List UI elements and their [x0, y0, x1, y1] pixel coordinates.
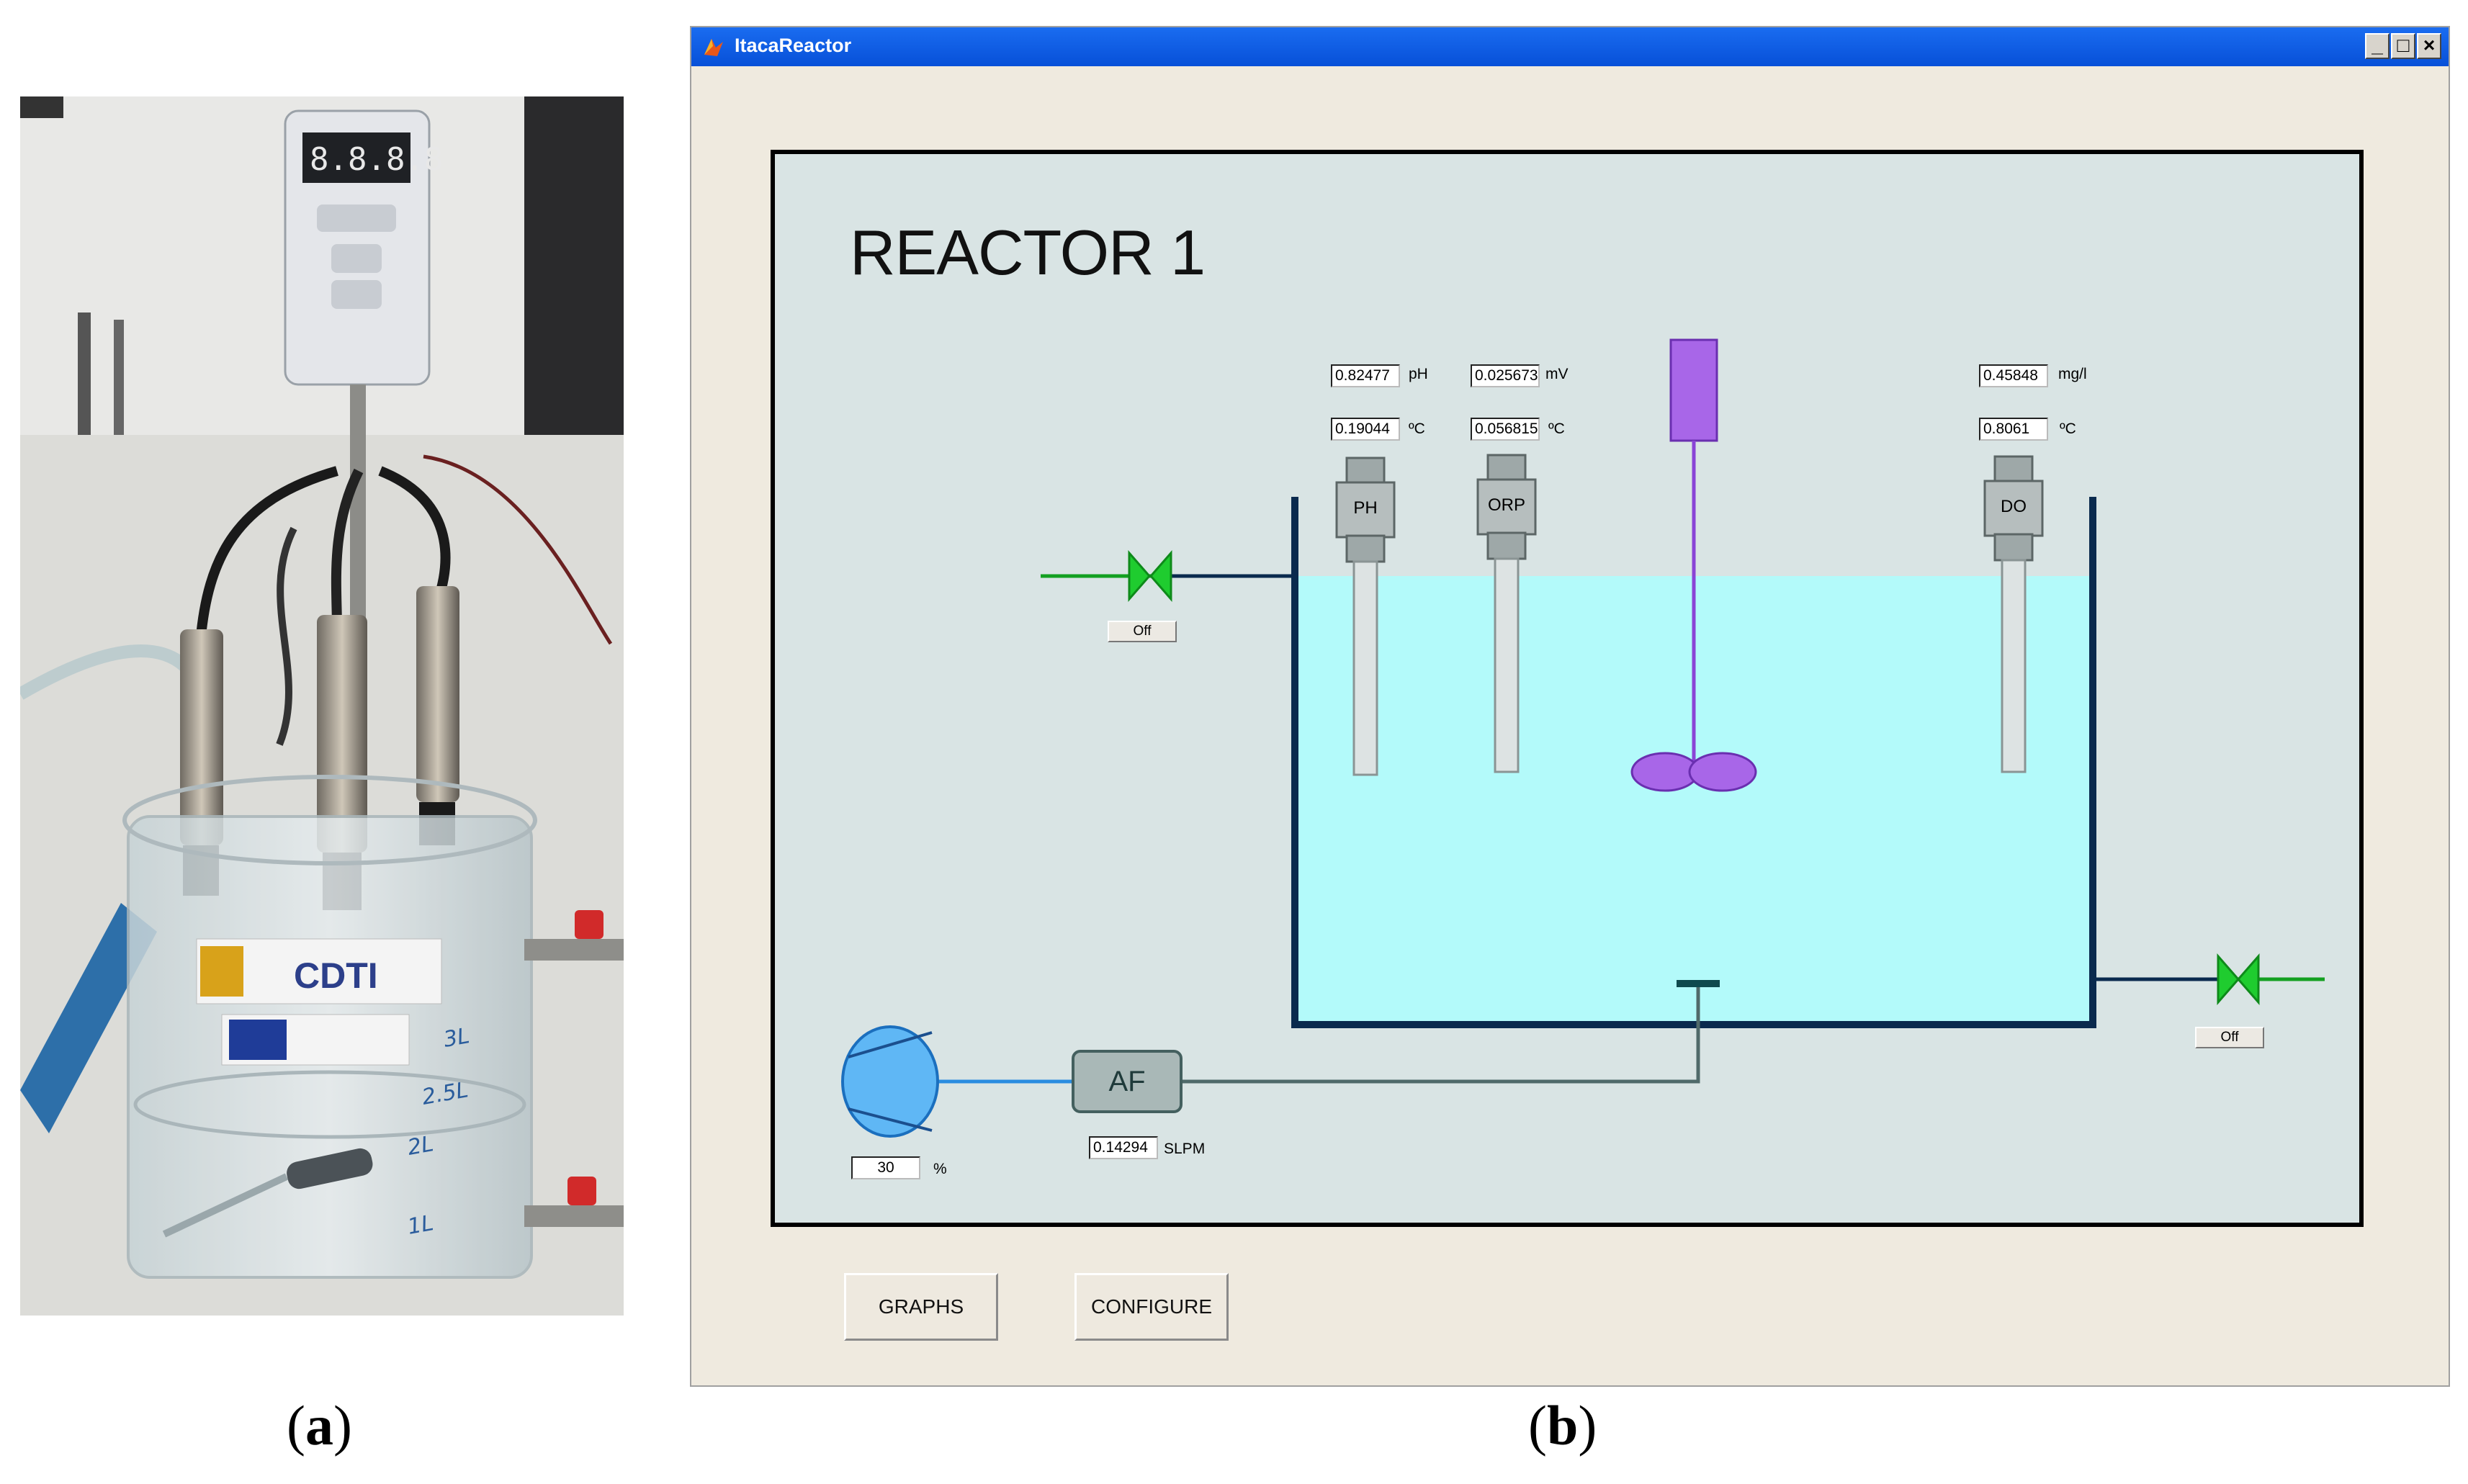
level-mark-2l: 2L: [405, 1131, 435, 1161]
probe-label-ph: PH: [1353, 498, 1378, 518]
reactor-title: REACTOR 1: [850, 217, 1206, 288]
outlet-valve-off-button[interactable]: Off: [2195, 1027, 2264, 1048]
ph-temp-unit: ºC: [1409, 421, 1425, 437]
ph-value-field[interactable]: 0.82477: [1331, 364, 1400, 387]
pump-setpoint-field[interactable]: 30: [851, 1156, 920, 1179]
air-flow-meter[interactable]: [1072, 1050, 1183, 1113]
window-title: ItacaReactor: [735, 35, 852, 56]
caption-a: (a): [287, 1394, 352, 1457]
do-probe-icon[interactable]: [1983, 455, 2044, 773]
configure-button[interactable]: CONFIGURE: [1074, 1273, 1229, 1341]
cdti-logo: CDTI: [294, 955, 378, 996]
minimize-button[interactable]: _: [2365, 33, 2390, 59]
air-pump-icon[interactable]: [841, 1025, 939, 1138]
close-button[interactable]: ×: [2417, 33, 2441, 59]
probe-label-do: DO: [2001, 497, 2027, 516]
orp-temp-unit: ºC: [1548, 421, 1565, 437]
orp-unit: mV: [1545, 366, 1569, 382]
controller-display: 8.8.8.8: [310, 141, 443, 178]
do-temp-unit: ºC: [2060, 421, 2076, 437]
inlet-valve-icon[interactable]: [1128, 550, 1172, 602]
ph-unit: pH: [1409, 366, 1428, 382]
reactor-canvas: [771, 150, 2364, 1227]
stirrer-icon[interactable]: [1630, 338, 1757, 792]
orp-value-field[interactable]: 0.025673: [1471, 364, 1540, 387]
outlet-valve-icon[interactable]: [2217, 953, 2260, 1005]
do-unit: mg/l: [2058, 366, 2087, 382]
air-flow-label: AF: [1108, 1066, 1146, 1097]
matlab-icon: [704, 39, 723, 56]
caption-b: (b): [1528, 1394, 1597, 1457]
graphs-button[interactable]: GRAPHS: [844, 1273, 998, 1341]
level-mark-3l: 3L: [441, 1023, 471, 1053]
level-mark-1l: 1L: [405, 1210, 435, 1240]
air-flow-unit: SLPM: [1164, 1141, 1206, 1157]
do-temp-field[interactable]: 0.8061: [1979, 418, 2048, 441]
inlet-valve-off-button[interactable]: Off: [1108, 621, 1177, 642]
probe-label-orp: ORP: [1487, 495, 1525, 515]
orp-probe-icon[interactable]: [1476, 454, 1537, 773]
do-value-field[interactable]: 0.45848: [1979, 364, 2048, 387]
orp-temp-field[interactable]: 0.056815: [1471, 418, 1540, 441]
air-flow-field[interactable]: 0.14294: [1089, 1136, 1158, 1159]
ph-probe-icon[interactable]: [1335, 457, 1396, 776]
ph-temp-field[interactable]: 0.19044: [1331, 418, 1400, 441]
pump-unit: %: [933, 1161, 947, 1177]
tank: [1291, 497, 2096, 1028]
title-bar[interactable]: ItacaReactor _ □ ×: [691, 27, 2449, 66]
reactor-photo: 8.8.8.8 CDTI 3L 2.5L 2L 1L: [20, 96, 624, 1316]
maximize-button[interactable]: □: [2391, 33, 2415, 59]
